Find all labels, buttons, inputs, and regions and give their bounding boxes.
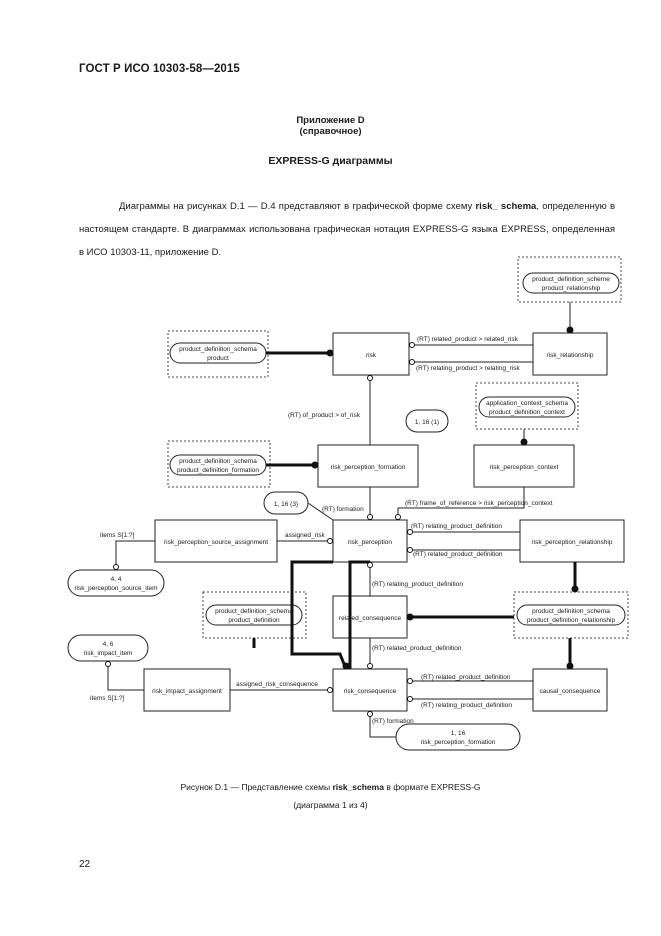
page-ref-1-16-line1: 1, 16 [451, 730, 466, 737]
ref-app-context-line1: application_context_schema [486, 400, 568, 407]
label-cc-related: (RT) related_product_definition [421, 674, 511, 681]
line-formation-page-ref [307, 502, 334, 521]
page-number: 22 [79, 859, 91, 870]
paragraph-text-before: Диаграммы на рисунках D.1 — D.4 представ… [119, 201, 476, 212]
entity-risk-impact-assignment: risk_impact_assignment [152, 688, 222, 695]
label-relating-pd-mid: (RT) relating_product_definition [372, 581, 463, 588]
page-ref-1-16-line2: risk_perception_formation [421, 739, 496, 746]
label-items-impact: items S[1:?] [90, 695, 125, 702]
caption-suffix: в формате EXPRESS-G [383, 782, 481, 792]
label-relating-pd: (RT) relating_product_definition [411, 523, 502, 530]
entity-risk-relationship: risk_relationship [547, 352, 594, 359]
label-of-product: (RT) of_product > of_risk [288, 412, 361, 419]
ref-frame-application-context [475, 382, 579, 430]
ref-oval-application-context [478, 396, 576, 418]
label-items-source: items S[1:?] [100, 532, 135, 539]
appendix-subtitle: (справочное) [299, 126, 362, 137]
line-items-source [115, 540, 155, 570]
caption-schema: risk_schema [332, 782, 384, 792]
page-ref-1-16-3-text: 1, 16 (3) [274, 501, 298, 508]
entity-risk: risk [366, 352, 377, 359]
paragraph-schema-name: risk_ schema [475, 201, 537, 212]
line-items-impact [107, 661, 144, 691]
label-assigned-risk: assigned_risk [285, 532, 325, 539]
ref-oval-product-definition [205, 604, 303, 626]
page-ref-4-4 [67, 569, 165, 597]
entity-risk-perception-source-assignment: risk_perception_source_assignment [164, 539, 268, 546]
label-relating-product: (RT) relating_product > relating_risk [416, 365, 520, 372]
page-ref-1-16-1-text: 1, 16 (1) [415, 419, 439, 426]
entity-causal-consequence: causal_consequence [539, 688, 600, 695]
page-ref-4-4-line1: 4, 4 [111, 576, 122, 583]
entity-risk-perception-formation: risk_perception_formation [331, 464, 406, 471]
entity-risk-perception: risk_perception [348, 539, 392, 546]
appendix-title: Приложение D [296, 115, 365, 126]
ref-oval-definition-relationship [516, 604, 626, 626]
label-related-pd: (RT) related_product_definition [413, 551, 503, 558]
label-formation: (RT) formation [322, 506, 364, 513]
ref-frame-product-definition-relationship [513, 591, 629, 639]
paragraph-text-after: , определенную в настоящем стандарте. В … [79, 201, 615, 258]
ref-oval-product-relationship [522, 272, 620, 294]
entity-related-consequence: related_consequence [339, 615, 402, 622]
page-ref-4-6-line1: 4, 6 [103, 641, 114, 648]
page-ref-4-6-line2: risk_impact_item [84, 650, 133, 657]
ref-pds-pdr-line1: product_definition_schema [532, 608, 610, 615]
entity-risk-perception-relationship: risk_perception_relationship [532, 539, 613, 546]
label-cc-relating: (RT) relating_product_definition [421, 702, 512, 709]
label-formation-bottom: (RT) formation [372, 718, 414, 725]
ref-frame-product [167, 330, 269, 378]
ref-frame-product-relationship [517, 256, 622, 303]
label-frame-of-reference: (RT) frame_of_reference > risk_perceptio… [405, 500, 553, 507]
ref-pds-formation-line2: product_definition_formation [177, 467, 259, 474]
page-ref-4-4-line2: risk_perception_source_item [74, 585, 157, 592]
label-related-product: (RT) related_product > related_risk [417, 336, 519, 343]
entity-risk-perception-context: risk_perception_context [490, 464, 559, 471]
page-ref-4-6 [67, 634, 149, 662]
label-related-pd-mid: (RT) related_product_definition [372, 645, 462, 652]
figure-caption-line2: (диаграмма 1 из 4) [293, 800, 368, 810]
ref-pds-product-line1: product_definition_schema [179, 346, 257, 353]
ref-pds-pdr-line2: product_definition_relationship [527, 617, 616, 624]
ref-app-context-line2: product_definition_context [489, 409, 565, 416]
entity-box-risk-perception-relationship [519, 519, 625, 563]
label-assigned-consequence: assigned_risk_consequence [236, 681, 318, 688]
ref-pds-rel-line1: product_definition_scheme [532, 276, 610, 283]
figure-caption: Рисунок D.1 — Представление схемы risk_s… [0, 782, 661, 792]
document-header: ГОСТ Р ИСО 10303-58—2015 [79, 63, 240, 75]
ref-pds-pd-line1: product_definition_schema [215, 608, 293, 615]
ref-pds-product-line2: product [207, 355, 229, 362]
page-ref-1-16-1 [405, 409, 449, 433]
caption-prefix: Рисунок D.1 — Представление схемы [180, 782, 333, 792]
line-formation-bottom [369, 711, 396, 738]
section-title: EXPRESS-G диаграммы [268, 155, 393, 167]
ref-pds-pd-line2: product_definition [228, 617, 280, 624]
entity-risk-consequence: risk_consequence [344, 688, 397, 695]
ref-pds-rel-line2: product_relationship [542, 285, 601, 292]
page-ref-1-16 [395, 723, 521, 751]
ref-pds-formation-line1: product_definition_schema [179, 458, 257, 465]
intro-paragraph: Диаграммы на рисунках D.1 — D.4 представ… [79, 195, 615, 264]
